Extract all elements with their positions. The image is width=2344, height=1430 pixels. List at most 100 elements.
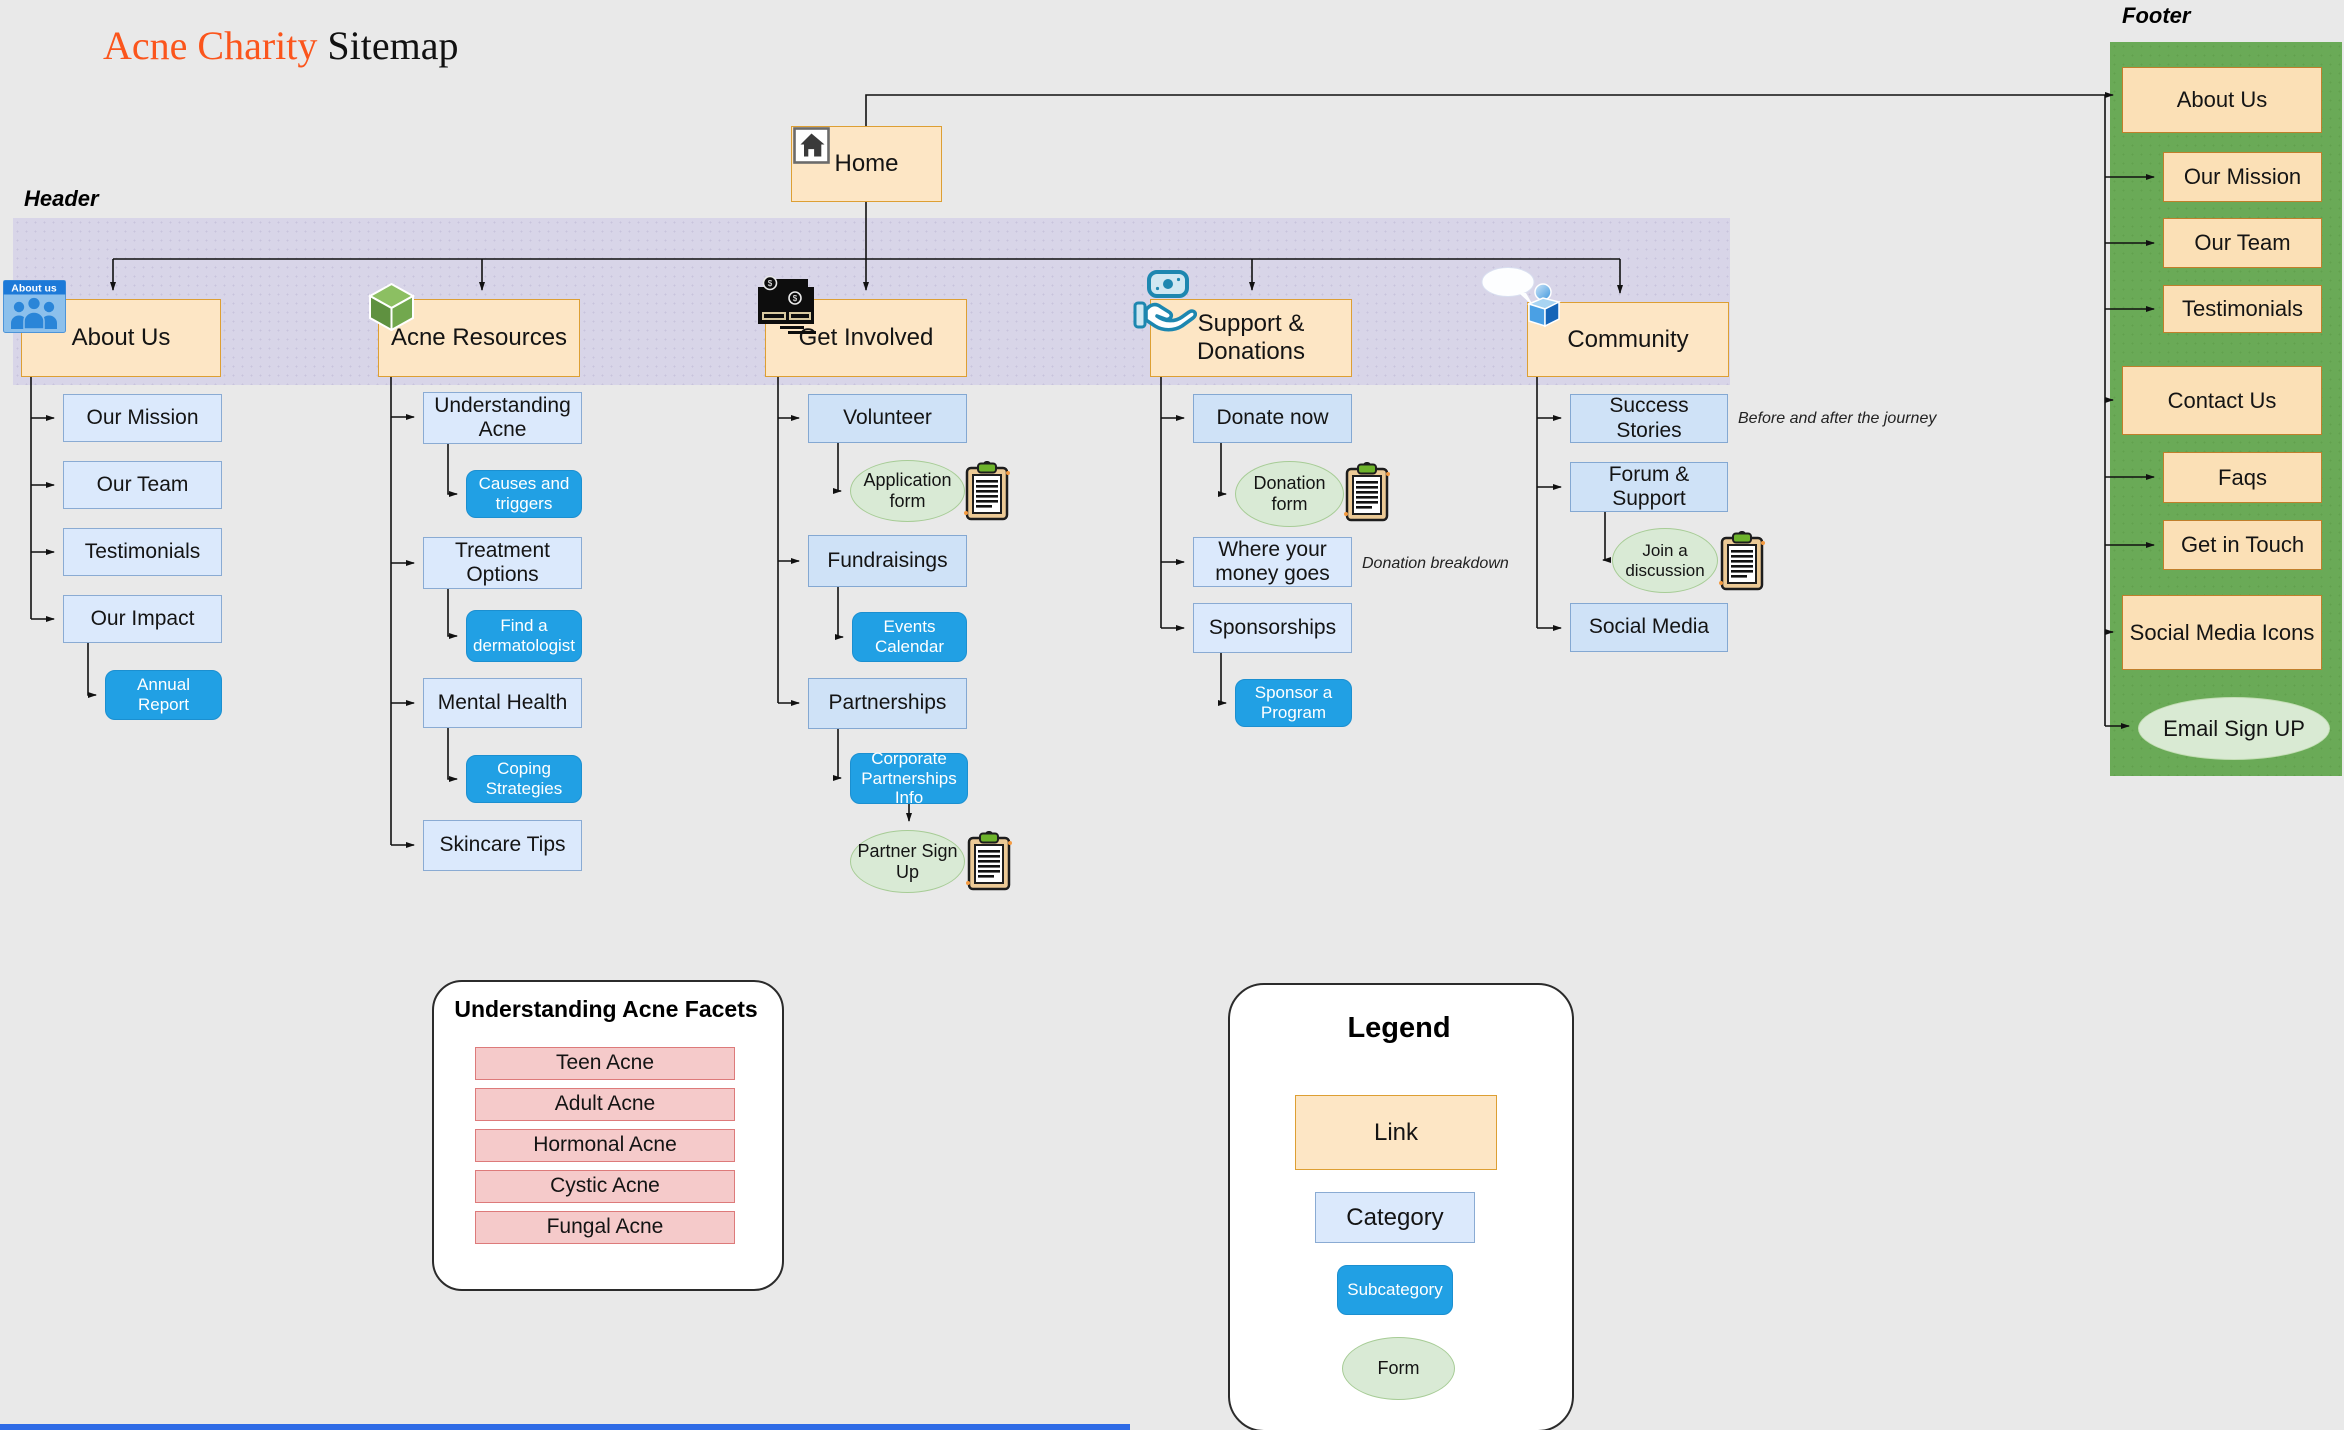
cash-register-icon: $ $ bbox=[758, 276, 816, 334]
footer-item-about-us-label: About Us bbox=[2176, 87, 2268, 113]
form-clipboard-icon bbox=[966, 831, 1012, 891]
facet-hormonal-acne-label: Hormonal Acne bbox=[533, 1133, 677, 1157]
node-annual-report[interactable]: Annual Report bbox=[105, 670, 222, 720]
footer-item-contact-us[interactable]: Contact Us bbox=[2122, 366, 2322, 435]
node-sponsorships-label: Sponsorships bbox=[1208, 615, 1337, 639]
about-us-people-icon: About us bbox=[3, 280, 66, 333]
node-home-label: Home bbox=[834, 150, 899, 178]
facet-cystic-acne[interactable]: Cystic Acne bbox=[475, 1170, 735, 1203]
footer-email-signup-label: Email Sign UP bbox=[2163, 715, 2305, 741]
node-join-a-discussion[interactable]: Join a discussion bbox=[1612, 528, 1718, 593]
footer-item-contact-us-label: Contact Us bbox=[2167, 387, 2277, 413]
page-title-suffix: Sitemap bbox=[317, 23, 459, 68]
node-sponsor-a-program[interactable]: Sponsor a Program bbox=[1235, 679, 1352, 727]
node-corporate-partnerships-info[interactable]: Corporate Partnerships Info bbox=[850, 749, 968, 807]
legend-form-label: Form bbox=[1377, 1358, 1420, 1379]
footer-item-social-media-icons-label: Social Media Icons bbox=[2129, 619, 2315, 645]
legend-title: Legend bbox=[1347, 1012, 1451, 1044]
node-join-a-discussion-label: Join a discussion bbox=[1625, 540, 1705, 580]
legend-link-label: Link bbox=[1373, 1118, 1419, 1146]
node-understanding-acne[interactable]: Understanding Acne bbox=[423, 392, 582, 444]
facet-adult-acne-label: Adult Acne bbox=[554, 1092, 656, 1116]
node-application-form-label: Application form bbox=[863, 470, 952, 511]
legend-subcategory-sample: Subcategory bbox=[1337, 1265, 1453, 1315]
node-mental-health[interactable]: Mental Health bbox=[423, 678, 582, 728]
node-skincare-tips[interactable]: Skincare Tips bbox=[423, 820, 582, 871]
node-our-mission[interactable]: Our Mission bbox=[63, 394, 222, 442]
node-find-dermatologist[interactable]: Find a dermatologist bbox=[466, 610, 582, 662]
svg-text:About us: About us bbox=[11, 283, 57, 295]
node-volunteer[interactable]: Volunteer bbox=[808, 394, 967, 443]
node-corporate-partnerships-info-label: Corporate Partnerships Info bbox=[861, 749, 957, 808]
footer-item-get-in-touch-label: Get in Touch bbox=[2180, 532, 2305, 558]
node-our-team[interactable]: Our Team bbox=[63, 461, 222, 509]
node-fundraisings-label: Fundraisings bbox=[827, 548, 948, 572]
facet-teen-acne[interactable]: Teen Acne bbox=[475, 1047, 735, 1080]
node-acne-resources-label: Acne Resources bbox=[390, 324, 568, 352]
svg-text:$: $ bbox=[768, 279, 773, 288]
node-our-impact-label: Our Impact bbox=[90, 606, 195, 630]
node-treatment-options-label: Treatment Options bbox=[455, 538, 550, 586]
node-testimonials-label: Testimonials bbox=[84, 539, 201, 563]
node-volunteer-label: Volunteer bbox=[843, 406, 932, 430]
resources-cube-icon bbox=[368, 283, 415, 331]
footer-item-faqs-label: Faqs bbox=[2218, 464, 2267, 490]
node-find-dermatologist-label: Find a dermatologist bbox=[472, 616, 576, 655]
node-treatment-options[interactable]: Treatment Options bbox=[423, 537, 582, 589]
legend-link-sample: Link bbox=[1295, 1095, 1497, 1170]
node-about-us-label: About Us bbox=[71, 324, 171, 352]
node-donation-form[interactable]: Donation form bbox=[1235, 461, 1344, 527]
footer-item-get-in-touch[interactable]: Get in Touch bbox=[2163, 520, 2322, 570]
node-forum-support[interactable]: Forum & Support bbox=[1570, 462, 1728, 512]
node-understanding-acne-label: Understanding Acne bbox=[434, 393, 571, 441]
node-social-media[interactable]: Social Media bbox=[1570, 603, 1728, 652]
node-testimonials[interactable]: Testimonials bbox=[63, 528, 222, 576]
node-coping-strategies[interactable]: Coping Strategies bbox=[466, 755, 582, 803]
node-donate-now-label: Donate now bbox=[1216, 406, 1329, 430]
page-title: Acne Charity Sitemap bbox=[103, 22, 458, 69]
node-donate-now[interactable]: Donate now bbox=[1193, 394, 1352, 443]
footer-item-our-team[interactable]: Our Team bbox=[2163, 218, 2322, 268]
footer-email-signup[interactable]: Email Sign UP bbox=[2138, 697, 2330, 760]
node-fundraisings[interactable]: Fundraisings bbox=[808, 535, 967, 587]
node-donation-form-label: Donation form bbox=[1253, 473, 1326, 514]
facet-hormonal-acne[interactable]: Hormonal Acne bbox=[475, 1129, 735, 1162]
annotation-success-stories: Before and after the journey bbox=[1738, 410, 1937, 427]
footer-item-social-media-icons[interactable]: Social Media Icons bbox=[2122, 595, 2322, 670]
footer-item-about-us[interactable]: About Us bbox=[2122, 67, 2322, 133]
node-causes-triggers[interactable]: Causes and triggers bbox=[466, 470, 582, 518]
node-about-us[interactable]: About Us bbox=[21, 299, 221, 377]
node-partner-sign-up[interactable]: Partner Sign Up bbox=[850, 830, 965, 893]
node-our-impact[interactable]: Our Impact bbox=[63, 595, 222, 643]
facet-cystic-acne-label: Cystic Acne bbox=[550, 1174, 660, 1198]
node-support-donations-label: Support & Donations bbox=[1196, 310, 1306, 365]
node-sponsor-a-program-label: Sponsor a Program bbox=[1254, 683, 1333, 722]
facet-adult-acne[interactable]: Adult Acne bbox=[475, 1088, 735, 1121]
node-annual-report-label: Annual Report bbox=[137, 675, 190, 714]
node-coping-strategies-label: Coping Strategies bbox=[485, 759, 563, 798]
node-get-involved-label: Get Involved bbox=[798, 324, 934, 352]
annotation-where-money: Donation breakdown bbox=[1362, 555, 1509, 572]
node-support-donations[interactable]: Support & Donations bbox=[1150, 299, 1352, 377]
node-partnerships-label: Partnerships bbox=[828, 691, 947, 715]
node-our-mission-label: Our Mission bbox=[86, 405, 199, 429]
footer-item-our-mission[interactable]: Our Mission bbox=[2163, 152, 2322, 202]
node-skincare-tips-label: Skincare Tips bbox=[439, 833, 566, 857]
node-community[interactable]: Community bbox=[1527, 302, 1729, 377]
footer-item-faqs[interactable]: Faqs bbox=[2163, 452, 2322, 503]
node-sponsorships[interactable]: Sponsorships bbox=[1193, 603, 1352, 653]
node-events-calendar-label: Events Calendar bbox=[875, 617, 944, 656]
node-application-form[interactable]: Application form bbox=[850, 460, 965, 522]
form-clipboard-icon bbox=[964, 461, 1010, 521]
node-where-your-money-goes[interactable]: Where your money goes bbox=[1193, 537, 1352, 587]
node-events-calendar[interactable]: Events Calendar bbox=[852, 612, 967, 662]
node-partnerships[interactable]: Partnerships bbox=[808, 678, 967, 729]
facets-panel-title: Understanding Acne Facets bbox=[454, 996, 758, 1022]
facet-fungal-acne[interactable]: Fungal Acne bbox=[475, 1211, 735, 1244]
node-success-stories[interactable]: Success Stories bbox=[1570, 394, 1728, 443]
footer-item-testimonials[interactable]: Testimonials bbox=[2163, 285, 2322, 333]
legend-subcategory-label: Subcategory bbox=[1347, 1280, 1443, 1300]
node-our-team-label: Our Team bbox=[96, 472, 189, 496]
